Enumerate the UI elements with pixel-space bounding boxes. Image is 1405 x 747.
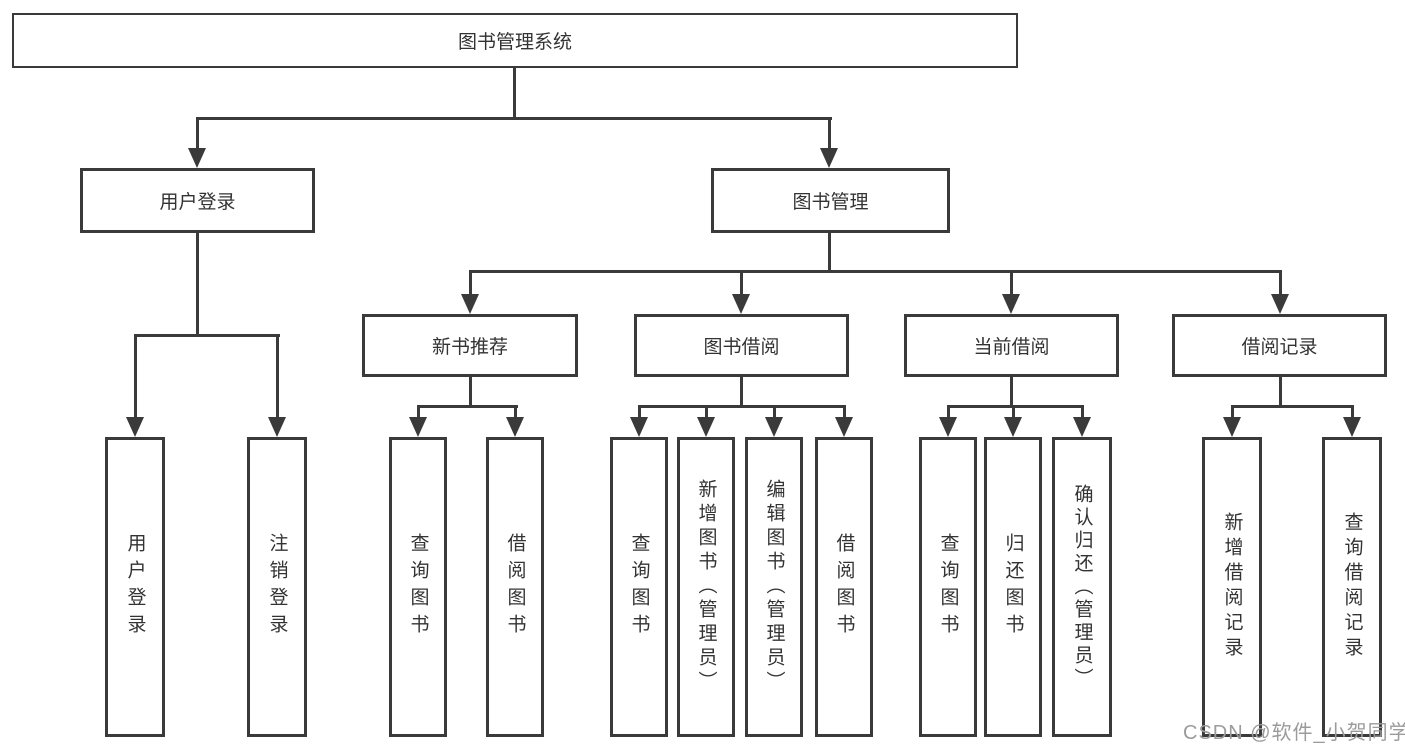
connector-line bbox=[469, 270, 472, 296]
node-book-management: 图书管理 bbox=[711, 168, 950, 233]
node-current-borrow: 当前借阅 bbox=[904, 314, 1119, 377]
node-user-login: 用户登录 bbox=[80, 168, 315, 233]
node-add-borrow-record: 新增借阅记录 bbox=[1202, 437, 1262, 737]
node-confirm-return-admin: 确认归还（管理员） bbox=[1052, 437, 1112, 737]
connector-arrow bbox=[697, 417, 715, 437]
connector-arrow bbox=[461, 294, 479, 314]
node-borrow-records-label: 借阅记录 bbox=[1241, 337, 1318, 358]
connector-line bbox=[196, 117, 199, 150]
connector-line bbox=[638, 405, 641, 419]
connector-line bbox=[469, 270, 1282, 273]
connector-arrow bbox=[835, 417, 853, 437]
node-return-book: 归还图书 bbox=[984, 437, 1042, 737]
node-bw-add-book-admin: 新增图书（管理员） bbox=[677, 437, 735, 737]
connector-arrow bbox=[506, 417, 524, 437]
node-logout-label: 注销登录 bbox=[266, 533, 288, 641]
connector-line bbox=[1279, 377, 1282, 408]
node-new-book-recommend-label: 新书推荐 bbox=[431, 337, 508, 358]
connector-line bbox=[134, 334, 137, 419]
connector-line bbox=[947, 405, 1084, 408]
connector-line bbox=[196, 233, 199, 337]
node-book-management-label: 图书管理 bbox=[792, 192, 869, 213]
node-bw-add-book-admin-label: 新增图书（管理员） bbox=[695, 479, 717, 695]
node-bw-edit-book-admin: 编辑图书（管理员） bbox=[745, 437, 803, 737]
connector-arrow bbox=[820, 148, 838, 168]
connector-line bbox=[514, 405, 517, 419]
connector-line bbox=[828, 117, 831, 150]
connector-line bbox=[843, 405, 846, 419]
connector-line bbox=[417, 405, 518, 408]
connector-arrow bbox=[268, 417, 286, 437]
node-cur-query-book: 查询图书 bbox=[919, 437, 977, 737]
node-nb-borrow-book-label: 借阅图书 bbox=[504, 533, 526, 641]
node-bw-edit-book-admin-label: 编辑图书（管理员） bbox=[763, 479, 785, 695]
connector-arrow bbox=[126, 417, 144, 437]
connector-arrow bbox=[1343, 417, 1361, 437]
connector-line bbox=[1351, 405, 1354, 419]
node-root-label: 图书管理系统 bbox=[457, 32, 572, 53]
connector-line bbox=[828, 233, 831, 273]
connector-arrow bbox=[765, 417, 783, 437]
node-current-borrow-label: 当前借阅 bbox=[973, 337, 1050, 358]
node-add-borrow-record-label: 新增借阅记录 bbox=[1221, 512, 1243, 662]
connector-line bbox=[1010, 270, 1013, 296]
node-query-borrow-record: 查询借阅记录 bbox=[1322, 437, 1382, 737]
connector-line bbox=[276, 334, 279, 419]
connector-line bbox=[638, 405, 846, 408]
node-new-book-recommend: 新书推荐 bbox=[362, 314, 578, 377]
connector-line bbox=[469, 377, 472, 408]
connector-arrow bbox=[939, 417, 957, 437]
connector-line bbox=[1010, 377, 1013, 408]
connector-line bbox=[196, 117, 832, 120]
connector-line bbox=[773, 405, 776, 419]
connector-line bbox=[1012, 405, 1015, 419]
node-nb-query-book: 查询图书 bbox=[389, 437, 447, 737]
node-user-login-label: 用户登录 bbox=[159, 192, 236, 213]
connector-arrow bbox=[1073, 417, 1091, 437]
node-query-borrow-record-label: 查询借阅记录 bbox=[1341, 512, 1363, 662]
node-bw-borrow-book: 借阅图书 bbox=[815, 437, 873, 737]
node-bw-query-book-label: 查询图书 bbox=[628, 533, 650, 641]
node-nb-query-book-label: 查询图书 bbox=[407, 533, 429, 641]
node-book-borrow-label: 图书借阅 bbox=[703, 337, 780, 358]
node-bw-borrow-book-label: 借阅图书 bbox=[833, 533, 855, 641]
connector-line bbox=[740, 270, 743, 296]
node-confirm-return-admin-label: 确认归还（管理员） bbox=[1071, 483, 1093, 691]
watermark: CSDN @软件_小贺同学 bbox=[1183, 722, 1405, 744]
connector-arrow bbox=[630, 417, 648, 437]
node-root: 图书管理系统 bbox=[12, 13, 1018, 68]
node-cur-query-book-label: 查询图书 bbox=[937, 533, 959, 641]
connector-arrow bbox=[188, 148, 206, 168]
node-user-login-leaf: 用户登录 bbox=[105, 437, 165, 737]
connector-line bbox=[513, 68, 516, 120]
node-book-borrow: 图书借阅 bbox=[634, 314, 849, 377]
connector-line bbox=[740, 377, 743, 408]
connector-arrow bbox=[409, 417, 427, 437]
connector-line bbox=[134, 334, 280, 337]
connector-line bbox=[417, 405, 420, 419]
connector-arrow bbox=[732, 294, 750, 314]
connector-arrow bbox=[1004, 417, 1022, 437]
node-user-login-leaf-label: 用户登录 bbox=[124, 533, 146, 641]
connector-line bbox=[1081, 405, 1084, 419]
node-logout: 注销登录 bbox=[247, 437, 307, 737]
connector-line bbox=[1231, 405, 1234, 419]
node-nb-borrow-book: 借阅图书 bbox=[486, 437, 544, 737]
node-borrow-records: 借阅记录 bbox=[1172, 314, 1387, 377]
connector-arrow bbox=[1271, 294, 1289, 314]
connector-line bbox=[705, 405, 708, 419]
connector-arrow bbox=[1223, 417, 1241, 437]
node-bw-query-book: 查询图书 bbox=[610, 437, 668, 737]
node-return-book-label: 归还图书 bbox=[1002, 533, 1024, 641]
connector-line bbox=[947, 405, 950, 419]
connector-line bbox=[1279, 270, 1282, 296]
connector-arrow bbox=[1002, 294, 1020, 314]
connector-line bbox=[1231, 405, 1354, 408]
